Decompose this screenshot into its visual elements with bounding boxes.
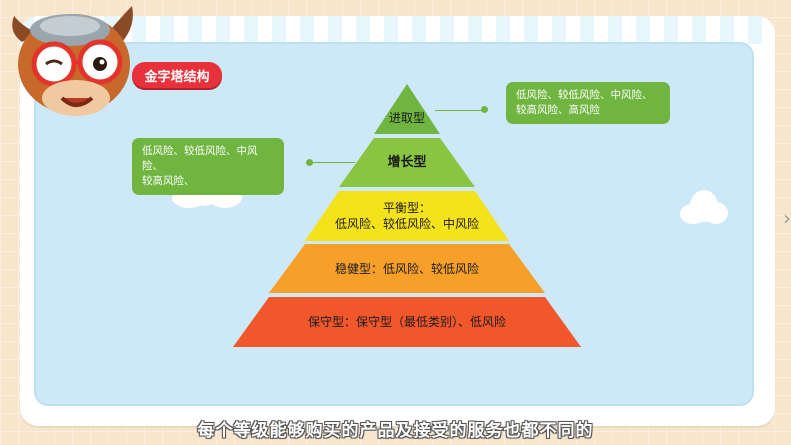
- leader-dot-left: [306, 159, 313, 166]
- cartoon-bull-mascot-icon: [12, 6, 133, 116]
- pyramid-tier-growth: 增长型: [339, 138, 475, 187]
- leader-line-right: [435, 110, 485, 111]
- pyramid-tier-balanced: 平衡型： 低风险、较低风险、中风险: [305, 191, 509, 241]
- note-aggressive-products: 低风险、较低风险、中风险、 较高风险、高风险: [506, 82, 670, 124]
- leader-line-left: [310, 162, 355, 163]
- leader-dot-right: [481, 106, 488, 113]
- pyramid-tier-conservative: 保守型：保守型（最低类别）、低风险: [233, 297, 581, 347]
- section-title: 金字塔结构: [132, 62, 222, 88]
- note-growth-products: 低风险、较低风险、中风险、 较高风险、: [132, 138, 284, 195]
- pyramid-tier-aggressive: 进取型: [374, 84, 440, 134]
- video-subtitle: 每个等级能够购买的产品及接受的服务也都不同的: [197, 421, 594, 441]
- pyramid-tier-steady: 稳健型：低风险、较低风险: [269, 244, 545, 293]
- cloud-right: [680, 190, 728, 226]
- frame-stripe: [20, 16, 775, 44]
- chevron-right-icon[interactable]: ›: [783, 206, 791, 230]
